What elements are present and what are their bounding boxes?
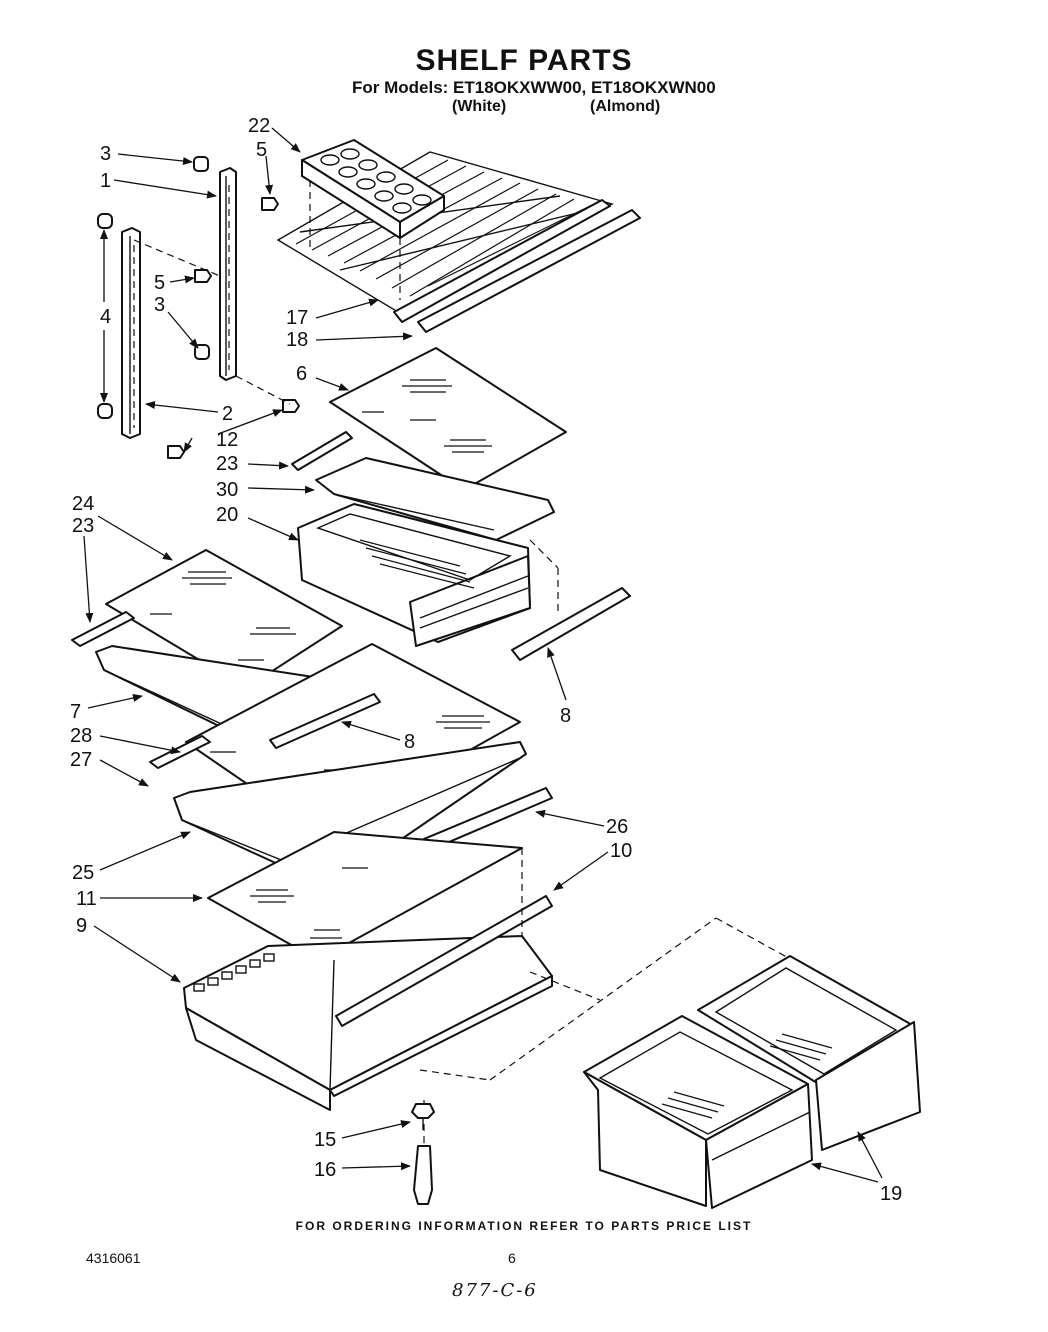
rail-screws [167,197,300,459]
callout-19: 19 [880,1183,902,1205]
ordering-note: FOR ORDERING INFORMATION REFER TO PARTS … [295,1219,753,1233]
callout-28: 28 [70,725,92,747]
callout-24: 24 [72,493,94,515]
shelf-side-trim-middle [71,611,135,647]
callout-22: 22 [248,115,270,137]
shelf-divider-rail [269,693,381,749]
callout-1: 1 [100,170,111,192]
callout-17: 17 [286,307,308,329]
callout-10: 10 [610,840,632,862]
callout-5: 5 [256,139,267,161]
callout-2: 2 [222,403,233,425]
callout-5: 5 [154,272,165,294]
callout-9: 9 [76,915,87,937]
callout-27: 27 [70,749,92,771]
variant-white: (White) [452,98,507,115]
callout-8: 8 [404,731,415,753]
shelf-support-rail-left [121,227,141,439]
variant-almond: (Almond) [590,98,661,115]
drawer-slide-rail-right [511,587,631,661]
callout-3: 3 [154,294,165,316]
shelf-support-rail-right [219,167,237,381]
callout-6: 6 [296,363,307,385]
wire-shelf-front-rail [393,199,641,333]
callout-12: 12 [216,429,238,451]
page-title: SHELF PARTS [415,44,633,77]
crisper-drawer-rear [697,955,921,1151]
crisper-cover-frame [183,935,553,1111]
rail-caps [97,156,210,419]
callout-16: 16 [314,1159,336,1181]
callout-8: 8 [560,705,571,727]
callout-20: 20 [216,504,238,526]
glass-shelf-upper [329,347,567,491]
callout-15: 15 [314,1129,336,1151]
callout-3: 3 [100,143,111,165]
callout-labels: 3 1 22 5 4 5 3 17 18 6 2 12 23 30 20 24 … [70,115,902,1205]
leader-lines [83,127,883,1183]
support-leg [413,1145,433,1205]
document-number: 4316061 [86,1250,141,1266]
callout-7: 7 [70,701,81,723]
callout-4: 4 [100,306,111,328]
crisper-front-rail [335,895,553,1027]
callout-18: 18 [286,329,308,351]
callout-23: 23 [72,515,94,537]
page-number: 6 [508,1250,516,1266]
callout-30: 30 [216,479,238,501]
ice-cube-tray [301,139,445,239]
shelf-side-trim-upper [291,431,353,471]
models-line: For Models: ET18OKXWW00, ET18OKXWN00 [352,78,716,97]
leveling-screw [411,1103,435,1130]
callout-25: 25 [72,862,94,884]
callout-23: 23 [216,453,238,475]
callout-11: 11 [76,888,97,910]
crisper-drawer-front [583,1015,813,1209]
callout-26: 26 [606,816,628,838]
handwritten-note: 877-C-6 [452,1280,538,1301]
meat-drawer [297,503,531,647]
shelf-frame-upper [315,457,555,541]
